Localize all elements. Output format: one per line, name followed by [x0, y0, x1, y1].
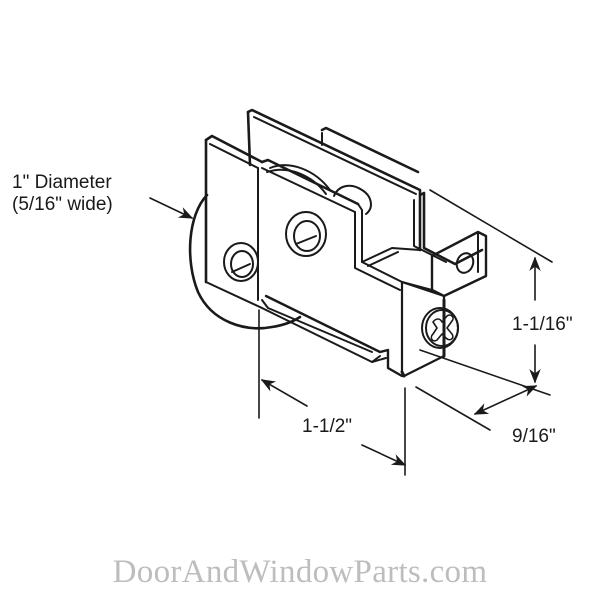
diameter-label-line1: 1" Diameter — [12, 172, 112, 193]
length-dimension-label: 1-1/2" — [302, 416, 353, 437]
rear-ridge — [413, 191, 484, 266]
diameter-label-line2: (5/16" wide) — [12, 194, 113, 215]
main-body-front — [260, 158, 404, 374]
front-left-plate — [204, 134, 264, 309]
width-dimension-label: 9/16" — [512, 426, 556, 447]
roller-wheel — [188, 193, 302, 330]
watermark: DoorAndWindowParts.com — [112, 554, 488, 590]
mounting-hole-lower — [223, 242, 259, 282]
diameter-label: 1" Diameter (5/16" wide) — [12, 172, 113, 216]
height-dimension-label: 1-1/16" — [512, 314, 573, 335]
bottom-flange — [261, 294, 404, 378]
back-plate — [246, 108, 422, 252]
mounting-hole-upper — [285, 211, 327, 257]
roller-wheel-top — [269, 164, 331, 191]
phillips-screw — [421, 307, 459, 349]
dimension-lines — [149, 189, 553, 476]
axle-tongue — [333, 184, 372, 215]
